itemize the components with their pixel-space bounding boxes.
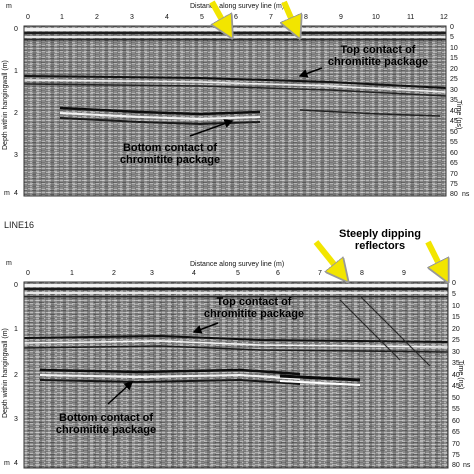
panel2-line-name: LINE16: [4, 220, 35, 230]
panel2-time-tick: 45: [452, 383, 460, 390]
panel2-x-tick: 4: [192, 270, 196, 277]
panel1-depth-tick: 2: [14, 110, 18, 117]
panel2-steep-reflectors-label: Steeply dipping reflectors: [339, 228, 421, 252]
panel2-depth-tick: 4: [14, 460, 18, 467]
panel1-time-tick: 35: [450, 97, 458, 104]
panel1-time-tick: 60: [450, 150, 458, 157]
panel1-bottom-contact-arrow-icon: [189, 119, 234, 137]
panel2-top-contact-label: Top contact of chromitite package: [203, 296, 305, 320]
panel2-time-tick: 55: [452, 406, 460, 413]
panel1-time-tick: 10: [450, 45, 458, 52]
panel1-yellow-arrow-icon: [209, 0, 230, 34]
panel2-time-tick: 50: [452, 395, 460, 402]
panel1-time-tick: 80: [450, 191, 458, 198]
panel1-depth-tick: 1: [14, 68, 18, 75]
panel2-depth-tick: 1: [14, 326, 18, 333]
panel2-time-tick: 35: [452, 360, 460, 367]
panel1-units-left-bottom: m: [4, 190, 10, 197]
panel2-x-axis-label: Distance along survey line (m): [190, 261, 285, 268]
panel1-time-tick: 40: [450, 108, 458, 115]
panel1-x-tick: 9: [339, 14, 343, 21]
panel2-x-tick: 2: [112, 270, 116, 277]
panel2-time-tick: 65: [452, 429, 460, 436]
panel1-radargram: [23, 25, 447, 197]
panel1-yellow-arrow-icon: [284, 0, 298, 34]
panel1-time-tick: 75: [450, 181, 458, 188]
panel2-x-tick: 0: [26, 270, 30, 277]
panel2-bottom-contact-label: Bottom contact of chromitite package: [55, 412, 157, 436]
panel1-top-contact-arrow-icon: [298, 67, 323, 78]
panel1-time-tick: 30: [450, 87, 458, 94]
panel1-time-tick: 70: [450, 171, 458, 178]
panel1-x-tick: 3: [130, 14, 134, 21]
panel1-depth-tick: 3: [14, 152, 18, 159]
panel2-x-tick: 6: [276, 270, 280, 277]
panel2-time-tick: 40: [452, 372, 460, 379]
panel2-time-tick: 60: [452, 418, 460, 425]
panel1-time-tick: 55: [450, 139, 458, 146]
panel2-units-left: m: [6, 260, 12, 267]
panel1-time-tick: 45: [450, 118, 458, 125]
panel2-time-tick: 20: [452, 326, 460, 333]
panel1-x-axis-label: Distance along survey line (m): [190, 3, 285, 10]
panel1-x-tick: 1: [60, 14, 64, 21]
panel2-yellow-arrow-icon: [313, 240, 345, 278]
panel1-bottom-contact-label: Bottom contact of chromitite package: [119, 142, 221, 166]
panel1-time-tick: 20: [450, 66, 458, 73]
panel2-units-left-bottom: m: [4, 460, 10, 467]
panel2-x-tick: 3: [150, 270, 154, 277]
panel2-time-tick: 75: [452, 452, 460, 459]
panel2-time-tick: 15: [452, 314, 460, 321]
panel1-x-tick: 2: [95, 14, 99, 21]
panel1-depth-tick: 0: [14, 26, 18, 33]
panel1-x-tick: 5: [200, 14, 204, 21]
panel1-x-tick: 12: [440, 14, 448, 21]
panel2-time-tick: 10: [452, 303, 460, 310]
panel1-units-right: ns: [462, 191, 470, 198]
panel2-time-tick: 5: [452, 291, 456, 298]
panel2-depth-tick: 2: [14, 372, 18, 379]
panel2-depth-tick: 3: [14, 416, 18, 423]
panel2-time-tick: 0: [452, 280, 456, 287]
panel1-x-tick: 10: [372, 14, 380, 21]
panel1-x-tick: 7: [269, 14, 273, 21]
panel1-time-tick: 0: [450, 24, 454, 31]
panel2-time-tick: 25: [452, 337, 460, 344]
panel2-top-contact-arrow-icon: [192, 322, 219, 334]
panel2-units-right: ns: [463, 462, 471, 469]
panel2-x-tick: 8: [360, 270, 364, 277]
panel2-time-tick: 70: [452, 441, 460, 448]
panel1-top-contact-label: Top contact of chromitite package: [327, 44, 429, 68]
panel2-depth-tick: 0: [14, 282, 18, 289]
panel2-bottom-contact-arrow-icon: [107, 380, 134, 405]
panel1-x-tick: 0: [26, 14, 30, 21]
panel2-yellow-arrow-icon: [425, 240, 446, 278]
panel2-x-tick: 7: [318, 270, 322, 277]
panel1-time-tick: 15: [450, 55, 458, 62]
panel1-time-tick: 50: [450, 129, 458, 136]
panel1-x-tick: 11: [407, 14, 415, 21]
panel1-depth-tick: 4: [14, 190, 18, 197]
panel1-x-tick: 8: [304, 14, 308, 21]
panel1-time-tick: 65: [450, 160, 458, 167]
panel1-units-left: m: [6, 3, 12, 10]
panel1-annotation-arrows: [189, 0, 323, 137]
panel2-x-tick: 5: [236, 270, 240, 277]
panel2-time-tick: 30: [452, 349, 460, 356]
panel2-x-tick: 9: [402, 270, 406, 277]
panel2-time-tick: 80: [452, 462, 460, 469]
panel2-x-tick: 1: [70, 270, 74, 277]
panel1-time-tick: 5: [450, 34, 454, 41]
panel1-x-tick: 4: [165, 14, 169, 21]
panel1-time-tick: 25: [450, 76, 458, 83]
panel1-x-tick: 6: [234, 14, 238, 21]
